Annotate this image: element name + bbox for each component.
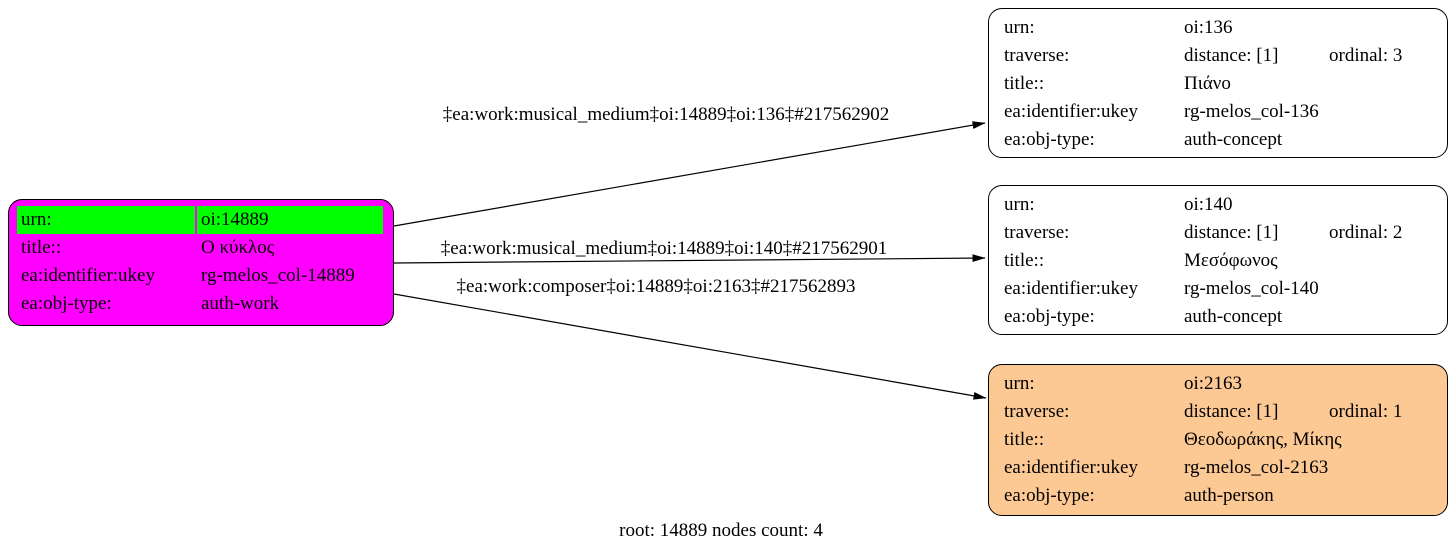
- traverse-label: traverse:: [1004, 222, 1070, 243]
- urn-value: oi:136: [1184, 17, 1233, 38]
- row-traverse: traverse: distance: [1] ordinal: 1: [1000, 398, 1437, 426]
- urn-label: urn:: [1004, 17, 1035, 38]
- urn-value: oi:140: [1184, 194, 1233, 215]
- row-urn: urn: oi:2163: [1000, 370, 1437, 398]
- title-value: Μεσόφωνος: [1184, 250, 1278, 271]
- title-value: Θεοδωράκης, Μίκης: [1184, 429, 1342, 450]
- objtype-value: auth-concept: [1184, 129, 1283, 150]
- node-oi140: urn: oi:140 traverse: distance: [1] ordi…: [988, 185, 1448, 335]
- edge-label-composer-oi2163: ‡ea:work:composer‡oi:14889‡oi:2163‡#2175…: [456, 276, 856, 297]
- node-root-oi14889: urn: oi:14889 title:: Ο κύκλος ea:identi…: [8, 199, 394, 326]
- root-title-value: Ο κύκλος: [201, 237, 275, 258]
- row-ukey: ea:identifier:ukey rg-melos_col-2163: [1000, 454, 1437, 482]
- ukey-label: ea:identifier:ukey: [1004, 278, 1138, 299]
- ukey-value: rg-melos_col-140: [1184, 278, 1319, 299]
- objtype-value: auth-concept: [1184, 306, 1283, 327]
- graph-caption: root: 14889 nodes count: 4: [619, 520, 823, 541]
- root-urn-value: oi:14889: [197, 206, 383, 234]
- root-row-title: title:: Ο κύκλος: [17, 234, 383, 262]
- row-title: title:: Πιάνο: [1000, 70, 1437, 98]
- row-title: title:: Μεσόφωνος: [1000, 247, 1437, 275]
- objtype-value: auth-person: [1184, 485, 1274, 506]
- traverse-ordinal: ordinal: 3: [1329, 45, 1403, 66]
- title-label: title::: [1004, 73, 1045, 94]
- traverse-label: traverse:: [1004, 401, 1070, 422]
- node-oi2163: urn: oi:2163 traverse: distance: [1] ord…: [988, 364, 1448, 516]
- traverse-ordinal: ordinal: 1: [1329, 401, 1403, 422]
- root-row-urn: urn: oi:14889: [17, 206, 383, 234]
- traverse-label: traverse:: [1004, 45, 1070, 66]
- ukey-value: rg-melos_col-136: [1184, 101, 1319, 122]
- root-row-ukey: ea:identifier:ukey rg-melos_col-14889: [17, 262, 383, 290]
- row-traverse: traverse: distance: [1] ordinal: 2: [1000, 219, 1437, 247]
- ukey-label: ea:identifier:ukey: [1004, 457, 1138, 478]
- root-objtype-value: auth-work: [201, 293, 280, 314]
- objtype-label: ea:obj-type:: [1004, 485, 1095, 506]
- root-urn-label: urn:: [17, 206, 195, 234]
- objtype-label: ea:obj-type:: [1004, 129, 1095, 150]
- row-urn: urn: oi:140: [1000, 191, 1437, 219]
- row-title: title:: Θεοδωράκης, Μίκης: [1000, 426, 1437, 454]
- title-value: Πιάνο: [1184, 73, 1231, 94]
- row-urn: urn: oi:136: [1000, 14, 1437, 42]
- urn-label: urn:: [1004, 373, 1035, 394]
- urn-value: oi:2163: [1184, 373, 1243, 394]
- root-objtype-label: ea:obj-type:: [21, 293, 112, 314]
- row-ukey: ea:identifier:ukey rg-melos_col-140: [1000, 275, 1437, 303]
- traverse-ordinal: ordinal: 2: [1329, 222, 1403, 243]
- root-row-objtype: ea:obj-type: auth-work: [17, 290, 383, 318]
- ukey-value: rg-melos_col-2163: [1184, 457, 1329, 478]
- row-objtype: ea:obj-type: auth-concept: [1000, 303, 1437, 331]
- root-ukey-value: rg-melos_col-14889: [201, 265, 355, 286]
- traverse-distance: distance: [1]: [1184, 45, 1279, 66]
- traverse-distance: distance: [1]: [1184, 222, 1279, 243]
- urn-label: urn:: [1004, 194, 1035, 215]
- edge-musical-medium-oi136: [393, 121, 986, 227]
- edge-label-musical-medium-oi140: ‡ea:work:musical_medium‡oi:14889‡oi:140‡…: [440, 238, 888, 259]
- title-label: title::: [1004, 250, 1045, 271]
- title-label: title::: [1004, 429, 1045, 450]
- root-ukey-label: ea:identifier:ukey: [21, 265, 155, 286]
- node-oi136: urn: oi:136 traverse: distance: [1] ordi…: [988, 8, 1448, 158]
- ukey-label: ea:identifier:ukey: [1004, 101, 1138, 122]
- row-objtype: ea:obj-type: auth-person: [1000, 482, 1437, 510]
- edge-composer-oi2163: [393, 293, 987, 400]
- row-objtype: ea:obj-type: auth-concept: [1000, 126, 1437, 154]
- row-traverse: traverse: distance: [1] ordinal: 3: [1000, 42, 1437, 70]
- traverse-distance: distance: [1]: [1184, 401, 1279, 422]
- objtype-label: ea:obj-type:: [1004, 306, 1095, 327]
- row-ukey: ea:identifier:ukey rg-melos_col-136: [1000, 98, 1437, 126]
- edge-label-musical-medium-oi136: ‡ea:work:musical_medium‡oi:14889‡oi:136‡…: [442, 104, 890, 125]
- root-title-label: title::: [21, 237, 62, 258]
